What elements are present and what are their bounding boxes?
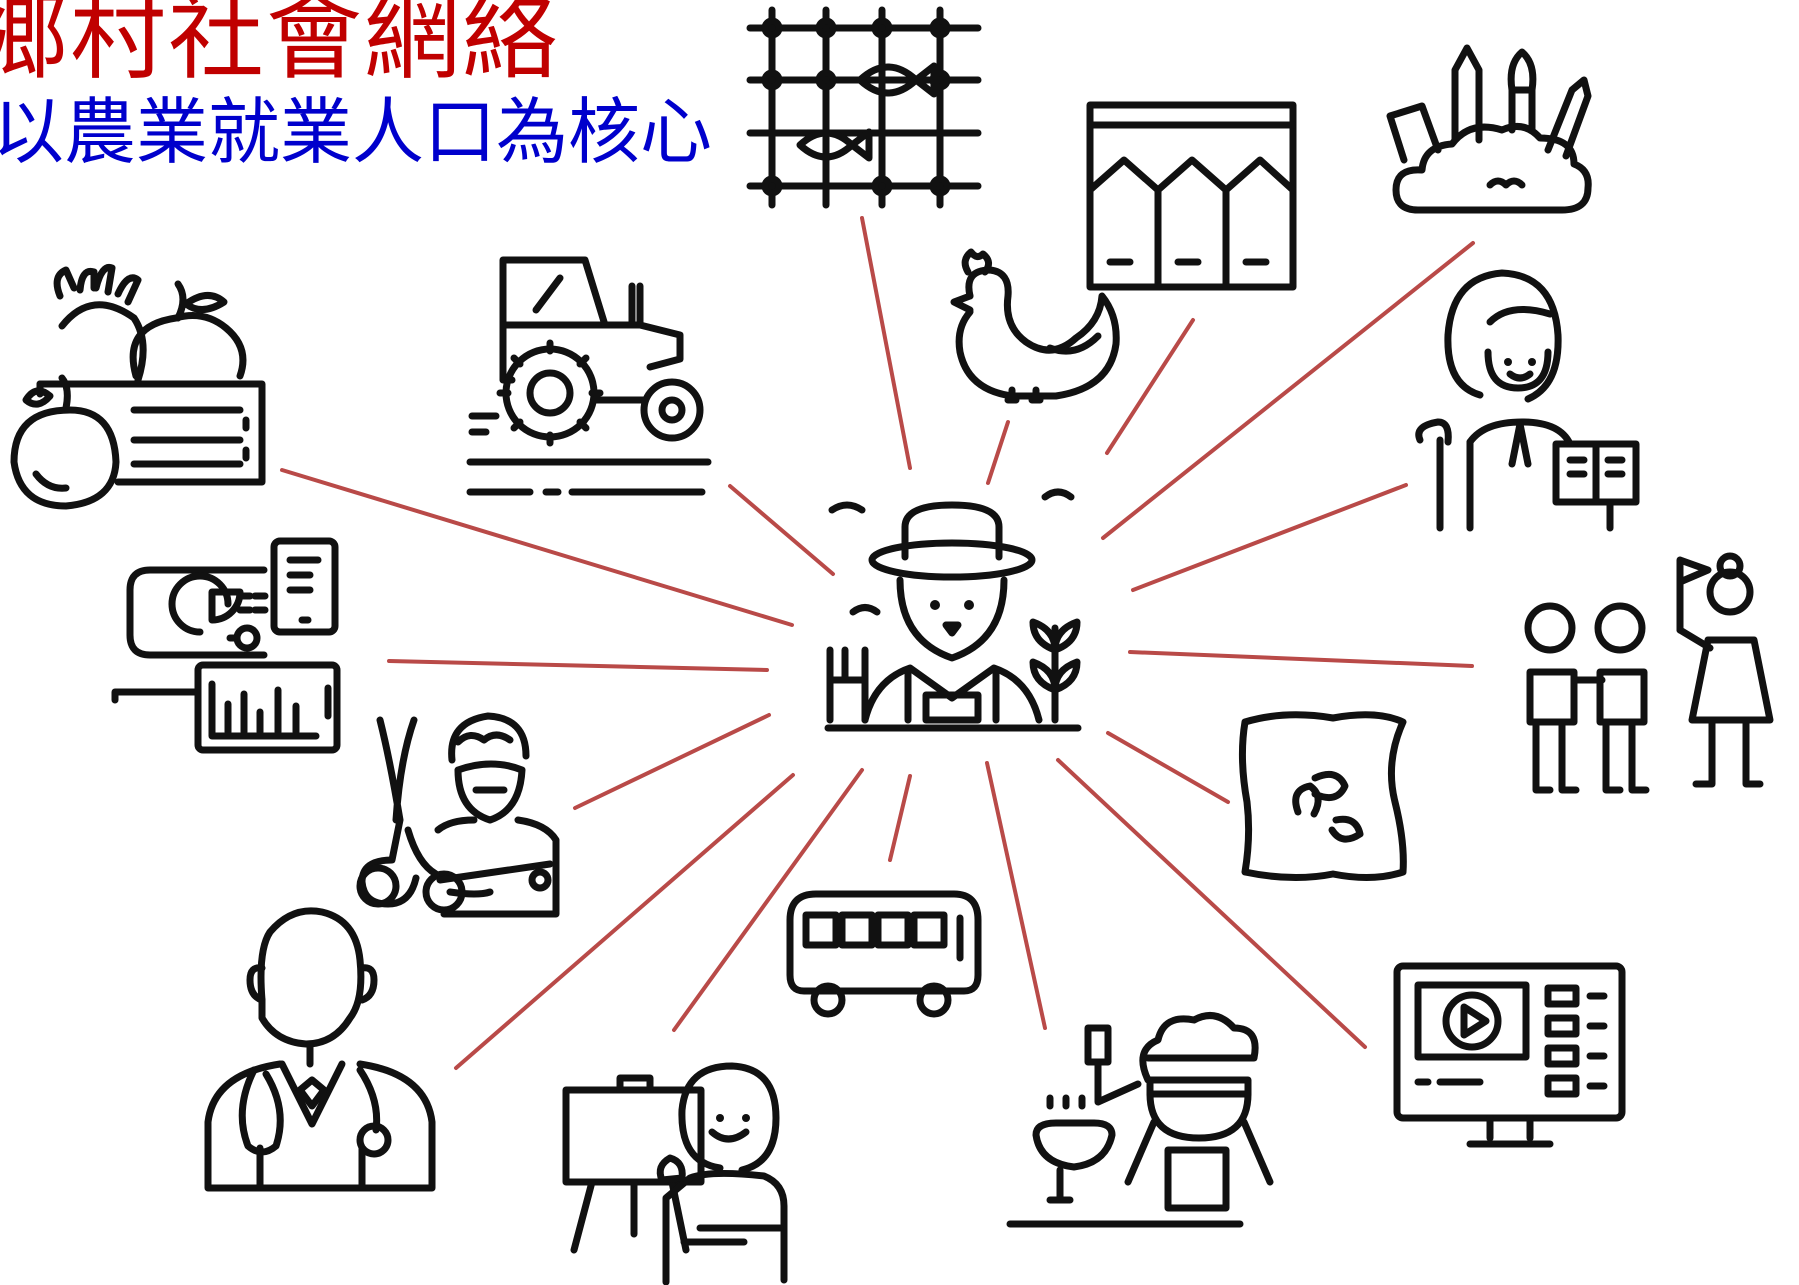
spoke-seed-sack [1106,731,1230,804]
spoke-bus [888,774,912,862]
greenhouse-icon [1086,101,1297,291]
spoke-data-devices [387,659,769,672]
data-analytics-devices-icon [111,537,341,754]
bus-icon [786,890,982,1018]
farmer-icon [824,488,1082,732]
teacher-with-book-icon [1415,269,1640,532]
produce-crate-icon [10,263,266,510]
barber-icon [356,712,560,918]
doctor-icon [204,907,436,1192]
spoke-fish-farm [860,216,912,470]
spoke-art-supplies [1101,241,1475,540]
chicken-icon [950,248,1120,404]
painter-at-easel-icon [562,1062,788,1285]
spoke-video-monitor [1056,758,1367,1049]
spoke-doctor [454,773,795,1070]
diagram-subtitle: 以農業就業人口為核心 [0,90,713,174]
art-supplies-icon [1386,44,1592,214]
spokes [280,216,1475,1070]
spoke-tractor [728,484,835,576]
spoke-produce-crate [280,468,794,627]
fish-farm-net-icon [746,6,982,209]
spoke-chicken [986,420,1010,485]
spoke-painter [672,768,864,1032]
spoke-greenhouse [1105,318,1195,455]
diagram-title: 鄉村社會網絡 [0,0,560,93]
spoke-teacher [1131,483,1408,592]
spoke-tour-guide [1128,650,1474,668]
spoke-barber [573,713,771,810]
tractor-icon [466,256,712,496]
tour-guide-group-icon [1524,552,1774,794]
chef-cooking-icon [1006,1012,1274,1228]
video-streaming-monitor-icon [1393,962,1626,1148]
spoke-chef [985,761,1047,1030]
seed-sack-icon [1238,711,1407,882]
